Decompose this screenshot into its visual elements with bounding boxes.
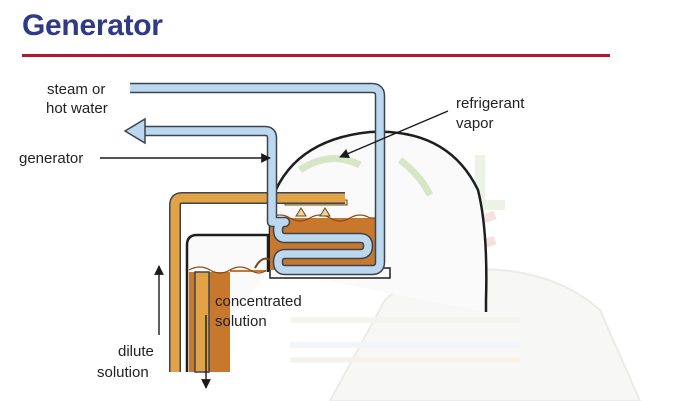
refrigerant-pointer-line <box>339 110 449 159</box>
label-generator: generator <box>19 150 83 167</box>
spray-nozzle-2 <box>319 207 331 217</box>
solution-pool <box>270 218 380 270</box>
label-steam-line1: steam or <box>47 81 105 98</box>
label-dilute-line2: solution <box>97 364 149 381</box>
label-concentrated-line2: solution <box>215 313 267 330</box>
label-dilute-line1: dilute <box>118 343 154 360</box>
label-refrigerant-line1: refrigerant <box>456 95 525 112</box>
label-refrigerant-line2: vapor <box>456 115 494 132</box>
faded-flow-arrow-1 <box>298 155 362 173</box>
overflow-connector <box>254 257 271 269</box>
title-underline <box>22 54 610 57</box>
steam-tube <box>123 82 386 276</box>
slide-title: Generator <box>22 9 163 42</box>
tank-liquid-surface <box>188 266 267 274</box>
concentrated-solution-tank <box>185 233 271 373</box>
steam-outlet-arrowhead <box>123 117 146 145</box>
faded-flow-arrow-2 <box>397 157 434 197</box>
label-concentrated-line1: concentrated <box>215 293 302 310</box>
spray-nozzle-1 <box>295 207 307 217</box>
label-steam-line2: hot water <box>46 100 108 117</box>
concentrated-outflow-pipe <box>194 271 210 373</box>
dilute-solution-pipe <box>169 192 345 372</box>
faded-pipe-green <box>475 155 505 210</box>
